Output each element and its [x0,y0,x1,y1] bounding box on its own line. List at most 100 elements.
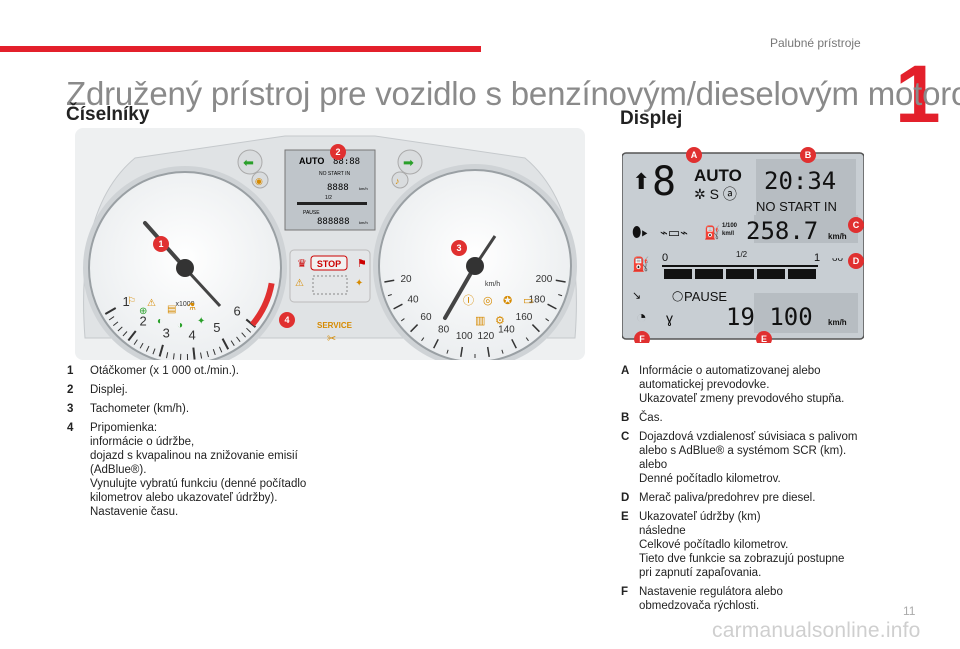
item-line: Merač paliva/predohrev pre diesel. [639,492,816,504]
callout-a: A [686,147,702,163]
mini-time: 88:88 [333,157,360,167]
callout-e: E [756,331,772,343]
svg-text:◑: ◑ [177,320,183,331]
item-line: Pripomienka: [90,422,158,434]
speed-tick [525,337,529,342]
item-key: A [621,365,630,377]
rev-tick-label: 1 [122,294,129,309]
odometer-unit: km/h [828,318,847,327]
callout-c: C [848,217,864,233]
rev-tick [246,327,252,333]
rev-tick [230,340,235,346]
svg-text:⚐: ⚐ [127,296,136,307]
speed-tick-label: 80 [438,325,450,336]
mini-auto-label: AUTO [299,156,324,166]
svg-text:♪: ♪ [395,176,400,186]
speed-tick [555,279,566,283]
range-unit: km/h [828,232,847,241]
svg-text:A: A [691,150,698,160]
header-rule [0,46,481,52]
svg-text:⚗: ⚗ [187,302,196,313]
item-line: Dojazdová vzdialenosť súvisiaca s palivo… [639,431,858,443]
svg-text:1: 1 [158,239,163,249]
fuel-bar-segment [757,269,785,279]
svg-text:✲ S ⓐ: ✲ S ⓐ [694,186,737,202]
speed-tick-label: 180 [529,295,546,306]
mini-pause-label: PAUSE [303,210,320,216]
item-line: Tieto dve funkcie sa zobrazujú postupne [639,553,845,565]
speed-tick [387,294,392,297]
rev-tick-label: 6 [233,304,240,319]
fuel-bar-segment [726,269,754,279]
item-key: 2 [67,384,74,396]
svg-text:♛: ♛ [297,258,307,270]
chapter-number: 1 [895,49,941,140]
item-line: alebo s AdBlue® a systémom SCR (km). [639,445,847,457]
svg-text:⚑: ⚑ [357,258,367,270]
mini-trip: 8888 [327,183,349,193]
speed-tick [531,324,540,333]
speed-tick [501,349,504,354]
wrench-icon: ɣ [666,310,673,326]
service-warning-label: SERVICE [317,321,353,330]
speed-tick [547,303,557,310]
item-key: C [621,431,630,443]
speed-tick-label: 200 [536,274,553,285]
callout-b: B [800,147,816,163]
fuel-bar-segment [695,269,723,279]
clock-time: 20:34 [764,167,836,195]
page-title: Združený prístroj pre vozidlo s benzínov… [66,75,960,112]
item-line: dojazd s kvapalinou na znižovanie emisií [90,450,298,462]
svg-text:0: 0 [662,252,668,264]
speed-limiter-icon: ◔ [636,307,647,327]
rev-tick [139,342,144,349]
item-line: Otáčkomer (x 1 000 ot./min.). [90,365,239,377]
callout-3: 3 [451,240,467,256]
item-key: B [621,412,630,424]
speed-tick [421,337,425,342]
svg-text:km/l: km/l [722,231,734,237]
item-line: Ukazovateľ zmeny prevodového stupňa. [639,393,845,405]
fuel-bar-segment [664,269,692,279]
speed-tick [486,346,490,358]
car-outline-icon: ⌁▭⌁ [660,225,688,240]
item-line: alebo [639,459,668,471]
item-key: 3 [67,403,74,415]
cluster-mini-display: AUTO 88:88 NO START IN 8888 km/h 1/2 PAU… [284,149,376,231]
svg-text:3: 3 [456,243,461,253]
svg-text:2: 2 [335,147,340,157]
svg-text:▥: ▥ [475,315,485,327]
range-icon: ⬮▸ [632,224,648,241]
mini-unit-2: km/h [359,220,368,225]
rev-tick [236,336,241,342]
item-line: Nastavenie regulátora alebo [639,586,783,598]
svg-text:▤: ▤ [167,304,176,315]
speed-tick [558,294,563,297]
rev-redline [250,282,275,327]
rev-tick [127,330,137,342]
preheat-icon: ᴗᴗ [832,253,844,264]
speed-tick [545,318,550,322]
callout-f: F [634,331,650,343]
speed-tick [446,349,449,354]
speed-tick [511,338,517,349]
odometer-value: 19 100 [726,303,813,331]
item-line: (AdBlue®). [90,464,147,476]
callout-1: 1 [153,236,169,252]
item-line: Denné počítadlo kilometrov. [639,473,781,485]
speed-tick [400,318,405,322]
item-key: E [621,511,629,523]
svg-text:⚠: ⚠ [147,298,156,309]
gear-indicator: 8 [652,159,676,205]
item-key: 1 [67,365,74,377]
mini-nostart-label: NO START IN [319,171,351,177]
rev-tick [117,326,123,332]
display-illustration: ⬆ 8 AUTO ✲ S ⓐ 20:34 NO START IN ⬮▸ ⌁▭⌁ … [622,147,864,343]
item-line: kilometrov alebo ukazovateľ údržby). [90,492,278,504]
